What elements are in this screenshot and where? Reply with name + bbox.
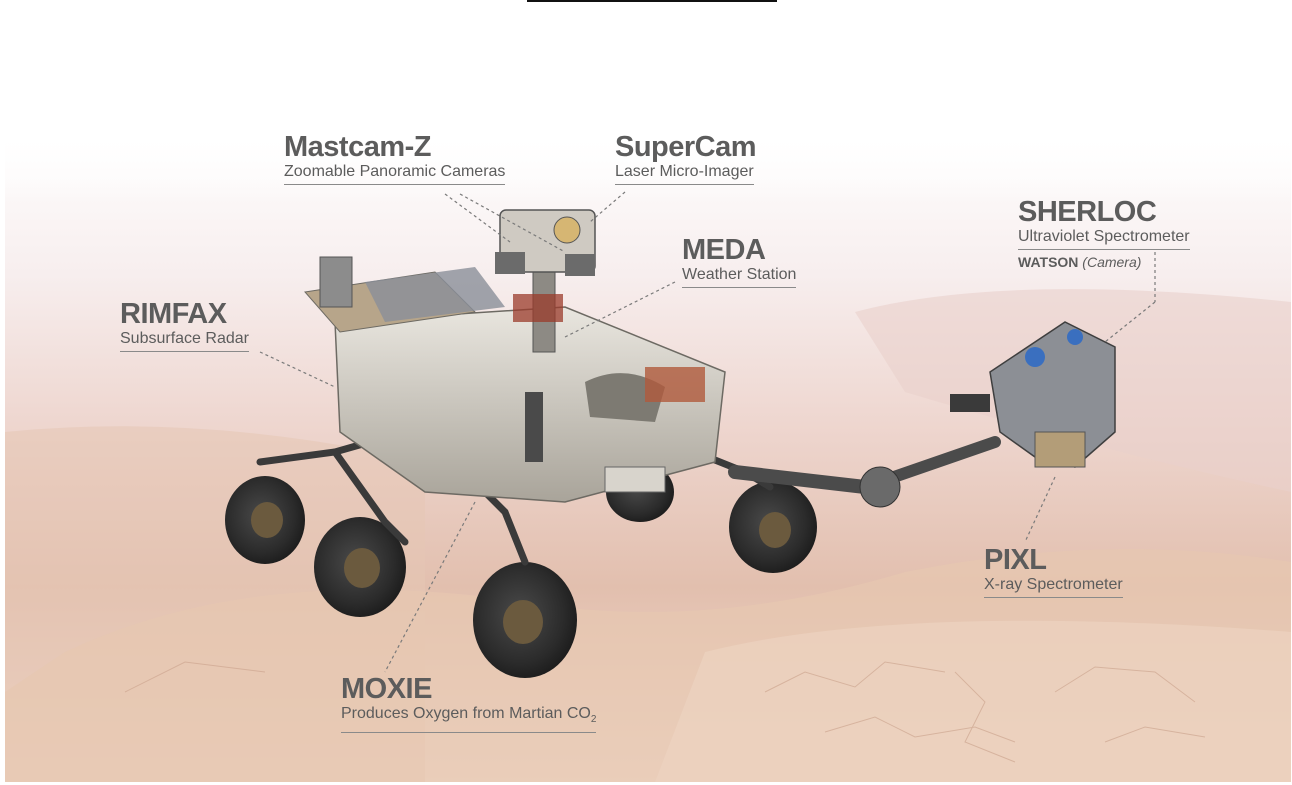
label-moxie: MOXIE Produces Oxygen from Martian CO2 <box>341 673 597 734</box>
label-supercam: SuperCam Laser Micro-Imager <box>615 131 757 185</box>
instrument-name: MOXIE <box>341 673 432 705</box>
instrument-description: Ultraviolet Spectrometer <box>1018 227 1190 250</box>
instrument-description: Weather Station <box>682 265 797 288</box>
instrument-name: PIXL <box>984 544 1047 576</box>
instrument-name: Mastcam-Z <box>284 131 432 163</box>
moxie-desc-text: Produces Oxygen from Martian CO <box>341 705 591 722</box>
label-rimfax: RIMFAX Subsurface Radar <box>120 299 249 352</box>
label-sherloc: SHERLOC Ultraviolet Spectrometer WATSON … <box>1018 197 1190 271</box>
instrument-description: Laser Micro-Imager <box>615 162 754 185</box>
instrument-description: Produces Oxygen from Martian CO2 <box>341 704 597 734</box>
top-divider <box>527 0 777 2</box>
camera-label: (Camera) <box>1082 254 1142 270</box>
rover-illustration <box>5 132 1291 782</box>
moxie-desc-subscript: 2 <box>590 714 597 726</box>
instrument-name: RIMFAX <box>120 298 227 330</box>
watson-label: WATSON <box>1018 254 1079 270</box>
instrument-description: X-ray Spectrometer <box>984 575 1123 598</box>
label-pixl: PIXL X-ray Spectrometer <box>984 545 1123 598</box>
label-meda: MEDA Weather Station <box>682 234 797 288</box>
instrument-description: Zoomable Panoramic Cameras <box>284 162 506 185</box>
label-mastcam-z: Mastcam-Z Zoomable Panoramic Cameras <box>284 131 506 185</box>
instrument-description: Subsurface Radar <box>120 329 249 352</box>
instrument-name: MEDA <box>682 234 766 266</box>
instrument-name: SHERLOC <box>1018 196 1157 228</box>
instrument-extra: WATSON (Camera) <box>1018 253 1190 271</box>
instrument-name: SuperCam <box>615 131 757 163</box>
